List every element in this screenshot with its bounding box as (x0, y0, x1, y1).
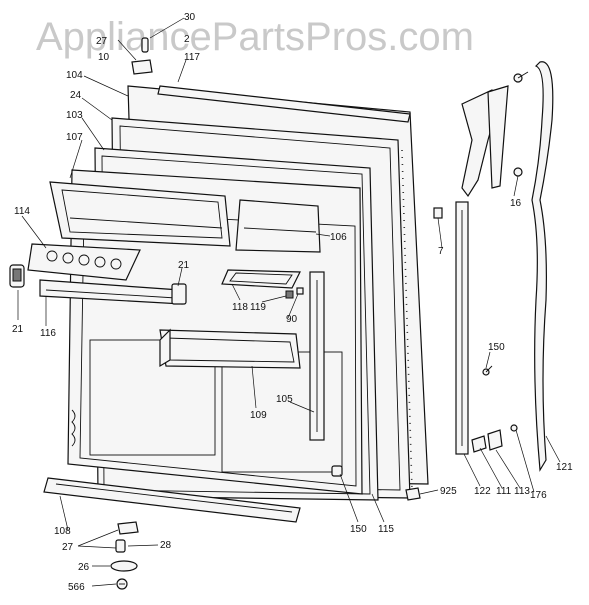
callout-103: 103 (66, 110, 83, 121)
callout-117: 117 (184, 52, 200, 63)
callout-925: 925 (440, 486, 457, 497)
handle-screw-top (513, 71, 529, 83)
screw-150-right (482, 365, 493, 376)
callout-labels: 30 27 10 2 117 104 24 103 107 114 21 116… (12, 12, 573, 593)
shelf-end-cap-left (9, 264, 25, 288)
callout-30: 30 (184, 12, 196, 23)
nut-925 (405, 487, 421, 501)
callout-566: 566 (68, 582, 85, 593)
callout-111: 111 (496, 486, 512, 497)
callout-150-bottom: 150 (350, 524, 367, 535)
callout-16: 16 (510, 198, 522, 209)
stop-150-bottom (331, 465, 343, 477)
callout-122: 122 (474, 486, 491, 497)
callout-176: 176 (530, 490, 547, 501)
callout-10: 10 (98, 52, 110, 63)
handle-cap-upper (461, 85, 509, 198)
callout-118: 118 (232, 302, 248, 313)
callout-150-right: 150 (488, 342, 505, 353)
bracket-27-top (131, 59, 153, 75)
callout-27-bottom: 27 (62, 542, 74, 553)
callout-90: 90 (286, 314, 298, 325)
callout-21-left: 21 (12, 324, 24, 335)
hinge-pin-28 (115, 539, 126, 553)
bearing-26 (110, 560, 138, 572)
callout-108: 108 (54, 526, 71, 537)
callout-28: 28 (160, 540, 172, 551)
callout-116: 116 (40, 328, 56, 339)
callout-21-right: 21 (178, 260, 190, 271)
callout-2: 2 (184, 34, 190, 45)
handle-screw-16 (513, 167, 523, 177)
callout-109: 109 (250, 410, 267, 421)
callout-115: 115 (378, 524, 394, 535)
door-bottom-trim (43, 477, 301, 523)
handle-long-121 (531, 61, 554, 472)
clip-90 (296, 287, 304, 295)
watermark-logo: AppliancePartsPros.com (36, 15, 474, 59)
shelf-end-cap-right (171, 283, 187, 305)
screw-30 (141, 37, 149, 53)
door-side-rail (309, 271, 325, 441)
dairy-compartment-left (49, 181, 231, 247)
screw-566 (116, 578, 128, 590)
hinge-part-113 (487, 429, 503, 451)
leader-lines (17, 17, 561, 587)
callout-105: 105 (276, 394, 293, 405)
callout-104: 104 (66, 70, 83, 81)
callout-27-top: 27 (96, 36, 108, 47)
screw-176 (510, 424, 518, 432)
egg-tray (27, 243, 141, 281)
callout-119: 119 (250, 302, 266, 313)
clip-7 (433, 207, 443, 219)
top-trim-117 (157, 85, 411, 123)
callout-113: 113 (514, 486, 530, 497)
small-tray (221, 269, 301, 289)
callout-7: 7 (438, 246, 444, 257)
hinge-part-111 (471, 435, 487, 453)
callout-24: 24 (70, 90, 82, 101)
hinge-bracket-27 (117, 521, 139, 535)
clip-119 (285, 290, 294, 299)
dairy-compartment-right (235, 199, 321, 253)
callout-121: 121 (556, 462, 573, 473)
callout-106: 106 (330, 232, 347, 243)
callout-114: 114 (14, 206, 30, 217)
door-bin-large (159, 328, 301, 369)
door-hinge-rail (455, 201, 469, 455)
callout-26: 26 (78, 562, 90, 573)
callout-107: 107 (66, 132, 83, 143)
